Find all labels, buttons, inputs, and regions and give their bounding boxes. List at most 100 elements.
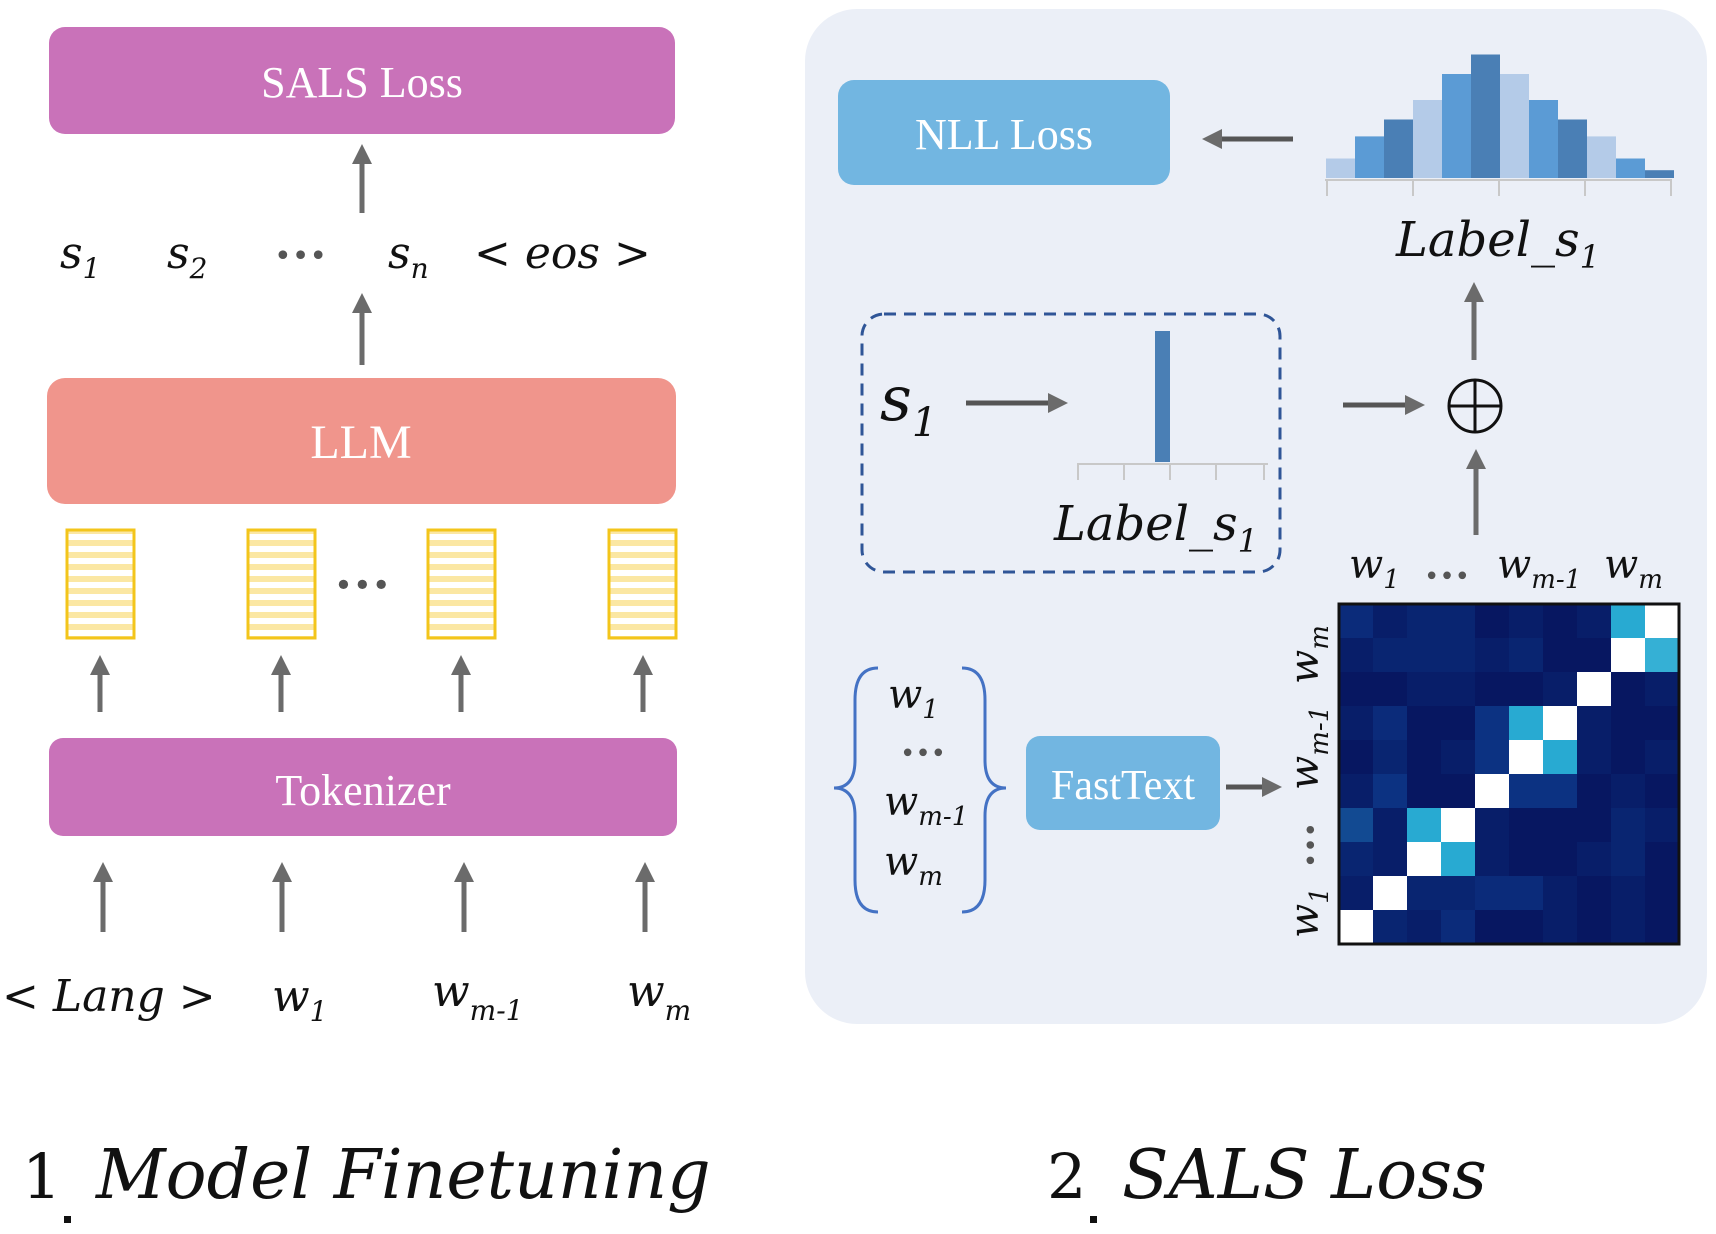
nll-loss-box	[838, 80, 1170, 185]
heatmap-cell	[1373, 808, 1408, 843]
caption-1-text: Model Finetuning	[94, 1136, 711, 1215]
heatmap-cell	[1509, 706, 1544, 741]
heatmap-cell	[1611, 876, 1646, 911]
histogram-bar	[1413, 100, 1442, 178]
heatmap-cell	[1475, 842, 1510, 877]
heatmap-cell	[1373, 706, 1408, 741]
input-token-wm: wm	[627, 966, 691, 1027]
heatmap-cell	[1407, 638, 1442, 673]
heatmap-cell	[1339, 876, 1374, 911]
similarity-heatmap	[1339, 604, 1680, 945]
token-ellipsis: •••	[334, 566, 391, 604]
histogram-bar	[1471, 54, 1500, 178]
heatmap-cell	[1645, 910, 1680, 945]
heatmap-cell	[1543, 842, 1578, 877]
heatmap-cell	[1407, 706, 1442, 741]
heatmap-cell	[1407, 774, 1442, 809]
heatmap-cell	[1577, 774, 1612, 809]
caption-2-number: 2	[1047, 1140, 1086, 1213]
circled-plus-icon	[1447, 378, 1503, 434]
heatmap-cell	[1407, 740, 1442, 775]
heatmap-cell	[1339, 774, 1374, 809]
heatmap-cell	[1475, 808, 1510, 843]
caption-2-text: SALS Loss	[1122, 1136, 1487, 1215]
heatmap-cell	[1373, 910, 1408, 945]
histogram-bar	[1355, 136, 1384, 178]
heatmap-cell	[1611, 842, 1646, 877]
histogram-bar	[1384, 119, 1413, 178]
nll-loss-box-label: NLL Loss	[915, 110, 1093, 159]
heatmap-cell	[1441, 740, 1476, 775]
output-token-s1: s1	[60, 228, 100, 285]
brace-item-wm-1: wm-1	[884, 779, 968, 832]
heatmap-cell	[1407, 672, 1442, 707]
heatmap-cell	[1407, 808, 1442, 843]
token-embedding-4	[607, 528, 678, 640]
heatmap-cell	[1373, 672, 1408, 707]
heatmap-cell	[1339, 672, 1374, 707]
heatmap-cell	[1339, 706, 1374, 741]
brace-item-wm: wm	[884, 839, 943, 892]
heatmap-cell	[1373, 774, 1408, 809]
input-token-lang: < Lang >	[2, 971, 216, 1022]
heatmap-cell	[1407, 910, 1442, 945]
heatmap-cell	[1373, 638, 1408, 673]
histogram-bar	[1500, 74, 1529, 178]
heatmap-cell	[1373, 876, 1408, 911]
heatmap-cell	[1509, 604, 1544, 639]
label-s1-top: Label_s1	[1395, 212, 1600, 276]
output-token-eos: < eos >	[474, 228, 651, 279]
onehot-dashed-frame	[860, 312, 1282, 574]
histogram-bar	[1442, 74, 1471, 178]
heatmap-cell	[1509, 740, 1544, 775]
heatmap-cell	[1577, 740, 1612, 775]
matrix-side-wm: wm	[1282, 625, 1335, 684]
fasttext-box	[1026, 736, 1220, 830]
heatmap-cell	[1543, 706, 1578, 741]
s1-token: s1	[880, 362, 937, 446]
heatmap-cell	[1407, 604, 1442, 639]
heatmap-cell	[1611, 672, 1646, 707]
heatmap-cell	[1441, 808, 1476, 843]
tokenizer-box-label: Tokenizer	[275, 766, 451, 815]
heatmap-cell	[1509, 638, 1544, 673]
heatmap-cell	[1475, 672, 1510, 707]
heatmap-cell	[1577, 876, 1612, 911]
matrix-side-labels: wm wm-1 ••• w1	[1282, 625, 1335, 938]
heatmap-cell	[1645, 604, 1680, 639]
heatmap-cell	[1509, 808, 1544, 843]
heatmap-cell	[1509, 910, 1544, 945]
heatmap-cell	[1611, 910, 1646, 945]
heatmap-cell	[1509, 842, 1544, 877]
token-embedding-1	[65, 528, 136, 640]
matrix-side-w1: w1	[1282, 887, 1335, 938]
histogram-bar	[1326, 158, 1355, 178]
heatmap-cell	[1543, 672, 1578, 707]
heatmap-cell	[1611, 638, 1646, 673]
input-token-wm-1: wm-1	[432, 966, 524, 1027]
onehot-ticks	[1077, 464, 1265, 480]
heatmap-cell	[1645, 774, 1680, 809]
histogram-bar	[1645, 170, 1674, 178]
heatmap-cell	[1441, 672, 1476, 707]
heatmap-cell	[1407, 842, 1442, 877]
heatmap-cell	[1339, 910, 1374, 945]
heatmap-cell	[1611, 604, 1646, 639]
heatmap-cell	[1577, 638, 1612, 673]
heatmap-cell	[1373, 842, 1408, 877]
heatmap-cell	[1407, 876, 1442, 911]
heatmap-cell	[1645, 706, 1680, 741]
heatmap-cell	[1339, 638, 1374, 673]
matrix-side-wm-1: wm-1	[1282, 706, 1335, 790]
heatmap-cell	[1373, 604, 1408, 639]
histogram-bar	[1587, 136, 1616, 178]
heatmap-cell	[1611, 808, 1646, 843]
heatmap-cell	[1339, 740, 1374, 775]
heatmap-cell	[1475, 638, 1510, 673]
heatmap-cell	[1577, 808, 1612, 843]
heatmap-cell	[1475, 604, 1510, 639]
token-embedding-2	[246, 528, 317, 640]
heatmap-cell	[1441, 842, 1476, 877]
heatmap-cell	[1543, 740, 1578, 775]
